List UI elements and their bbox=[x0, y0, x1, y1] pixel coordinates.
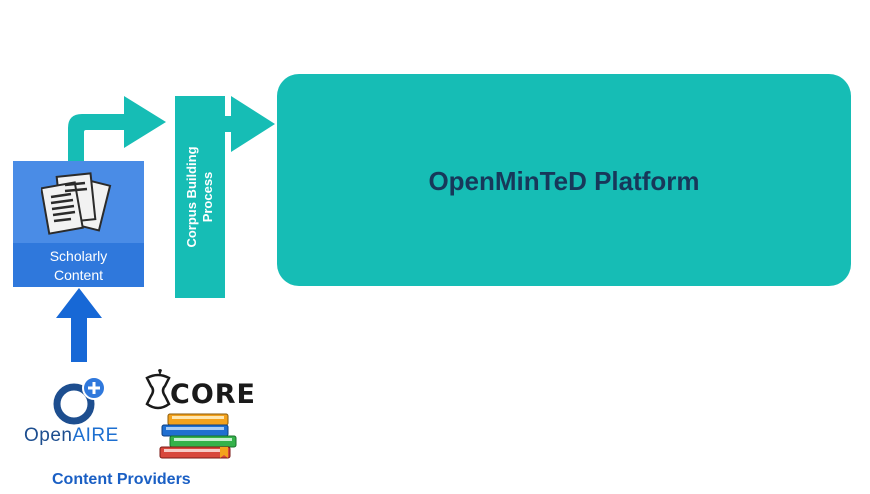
scholarly-label-line1: Scholarly bbox=[49, 248, 108, 264]
platform-box: OpenMinTeD Platform bbox=[277, 74, 851, 286]
corpus-building-label: Corpus Building Process bbox=[184, 146, 216, 247]
up-arrow-icon bbox=[56, 288, 102, 362]
openaire-wordmark: OpenAIRE bbox=[24, 425, 119, 447]
openaire-air-text: AIRE bbox=[72, 425, 119, 446]
scholarly-content-box: Scholarly Content bbox=[13, 161, 144, 287]
content-providers-label: Content Providers bbox=[52, 471, 191, 488]
books-icon bbox=[159, 413, 237, 459]
scholarly-label-line2: Content bbox=[53, 267, 104, 283]
scholarly-content-label: Scholarly Content bbox=[13, 247, 144, 285]
openaire-open-text: Open bbox=[24, 425, 73, 446]
right-arrow-icon bbox=[225, 96, 275, 152]
turn-arrow-icon bbox=[68, 96, 166, 164]
documents-icon bbox=[41, 172, 112, 235]
core-logo-icon bbox=[145, 369, 171, 410]
platform-title: OpenMinTeD Platform bbox=[428, 166, 700, 196]
corpus-label-line1: Corpus Building bbox=[184, 146, 199, 248]
core-wordmark: CORE bbox=[170, 379, 257, 410]
corpus-building-bar: Corpus Building Process bbox=[175, 96, 225, 298]
openaire-logo bbox=[53, 376, 106, 425]
corpus-label-line2: Process bbox=[200, 171, 215, 223]
